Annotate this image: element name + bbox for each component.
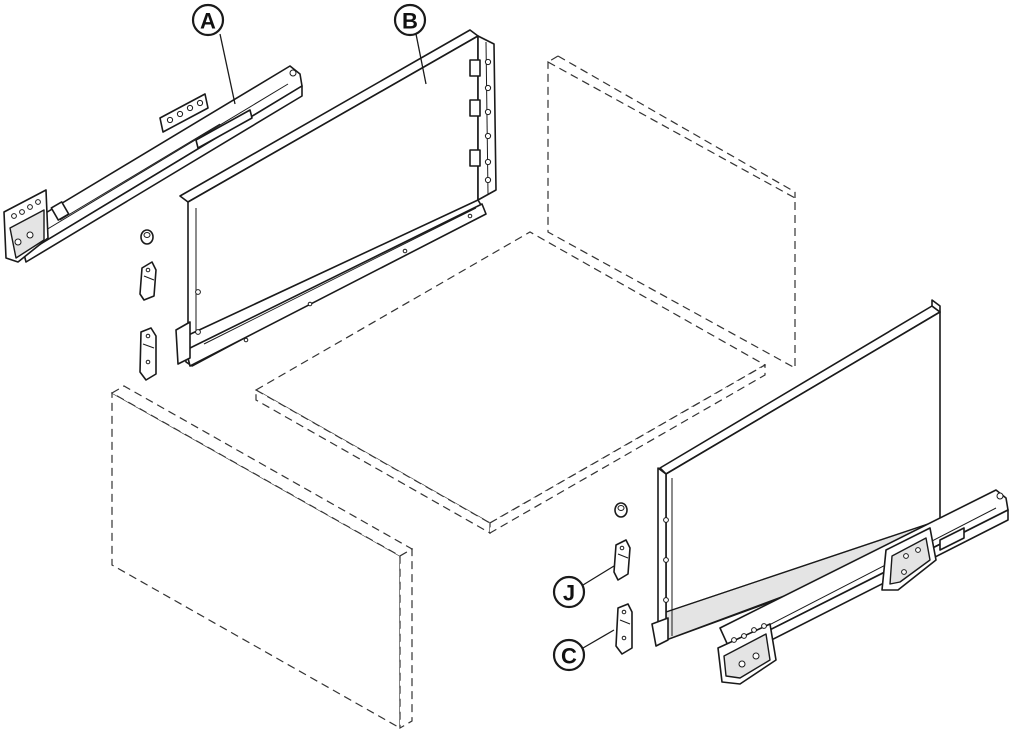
left-runner <box>3 65 303 263</box>
callout-b: B <box>393 3 427 85</box>
callout-j: J <box>552 565 615 609</box>
callout-c: C <box>552 629 615 672</box>
left-front-fittings <box>139 229 157 381</box>
callout-c-label: C <box>561 644 577 669</box>
callout-a: A <box>191 3 236 105</box>
right-front-fittings <box>613 502 633 655</box>
callout-b-label: B <box>402 9 418 34</box>
right-runner <box>717 489 1009 685</box>
callout-a-label: A <box>200 9 216 34</box>
left-drawer-side <box>175 29 497 367</box>
dashed-front-panel <box>110 385 414 730</box>
dashed-bottom-panel <box>254 231 767 535</box>
callout-j-label: J <box>563 581 575 606</box>
dashed-back-panel <box>547 55 796 370</box>
